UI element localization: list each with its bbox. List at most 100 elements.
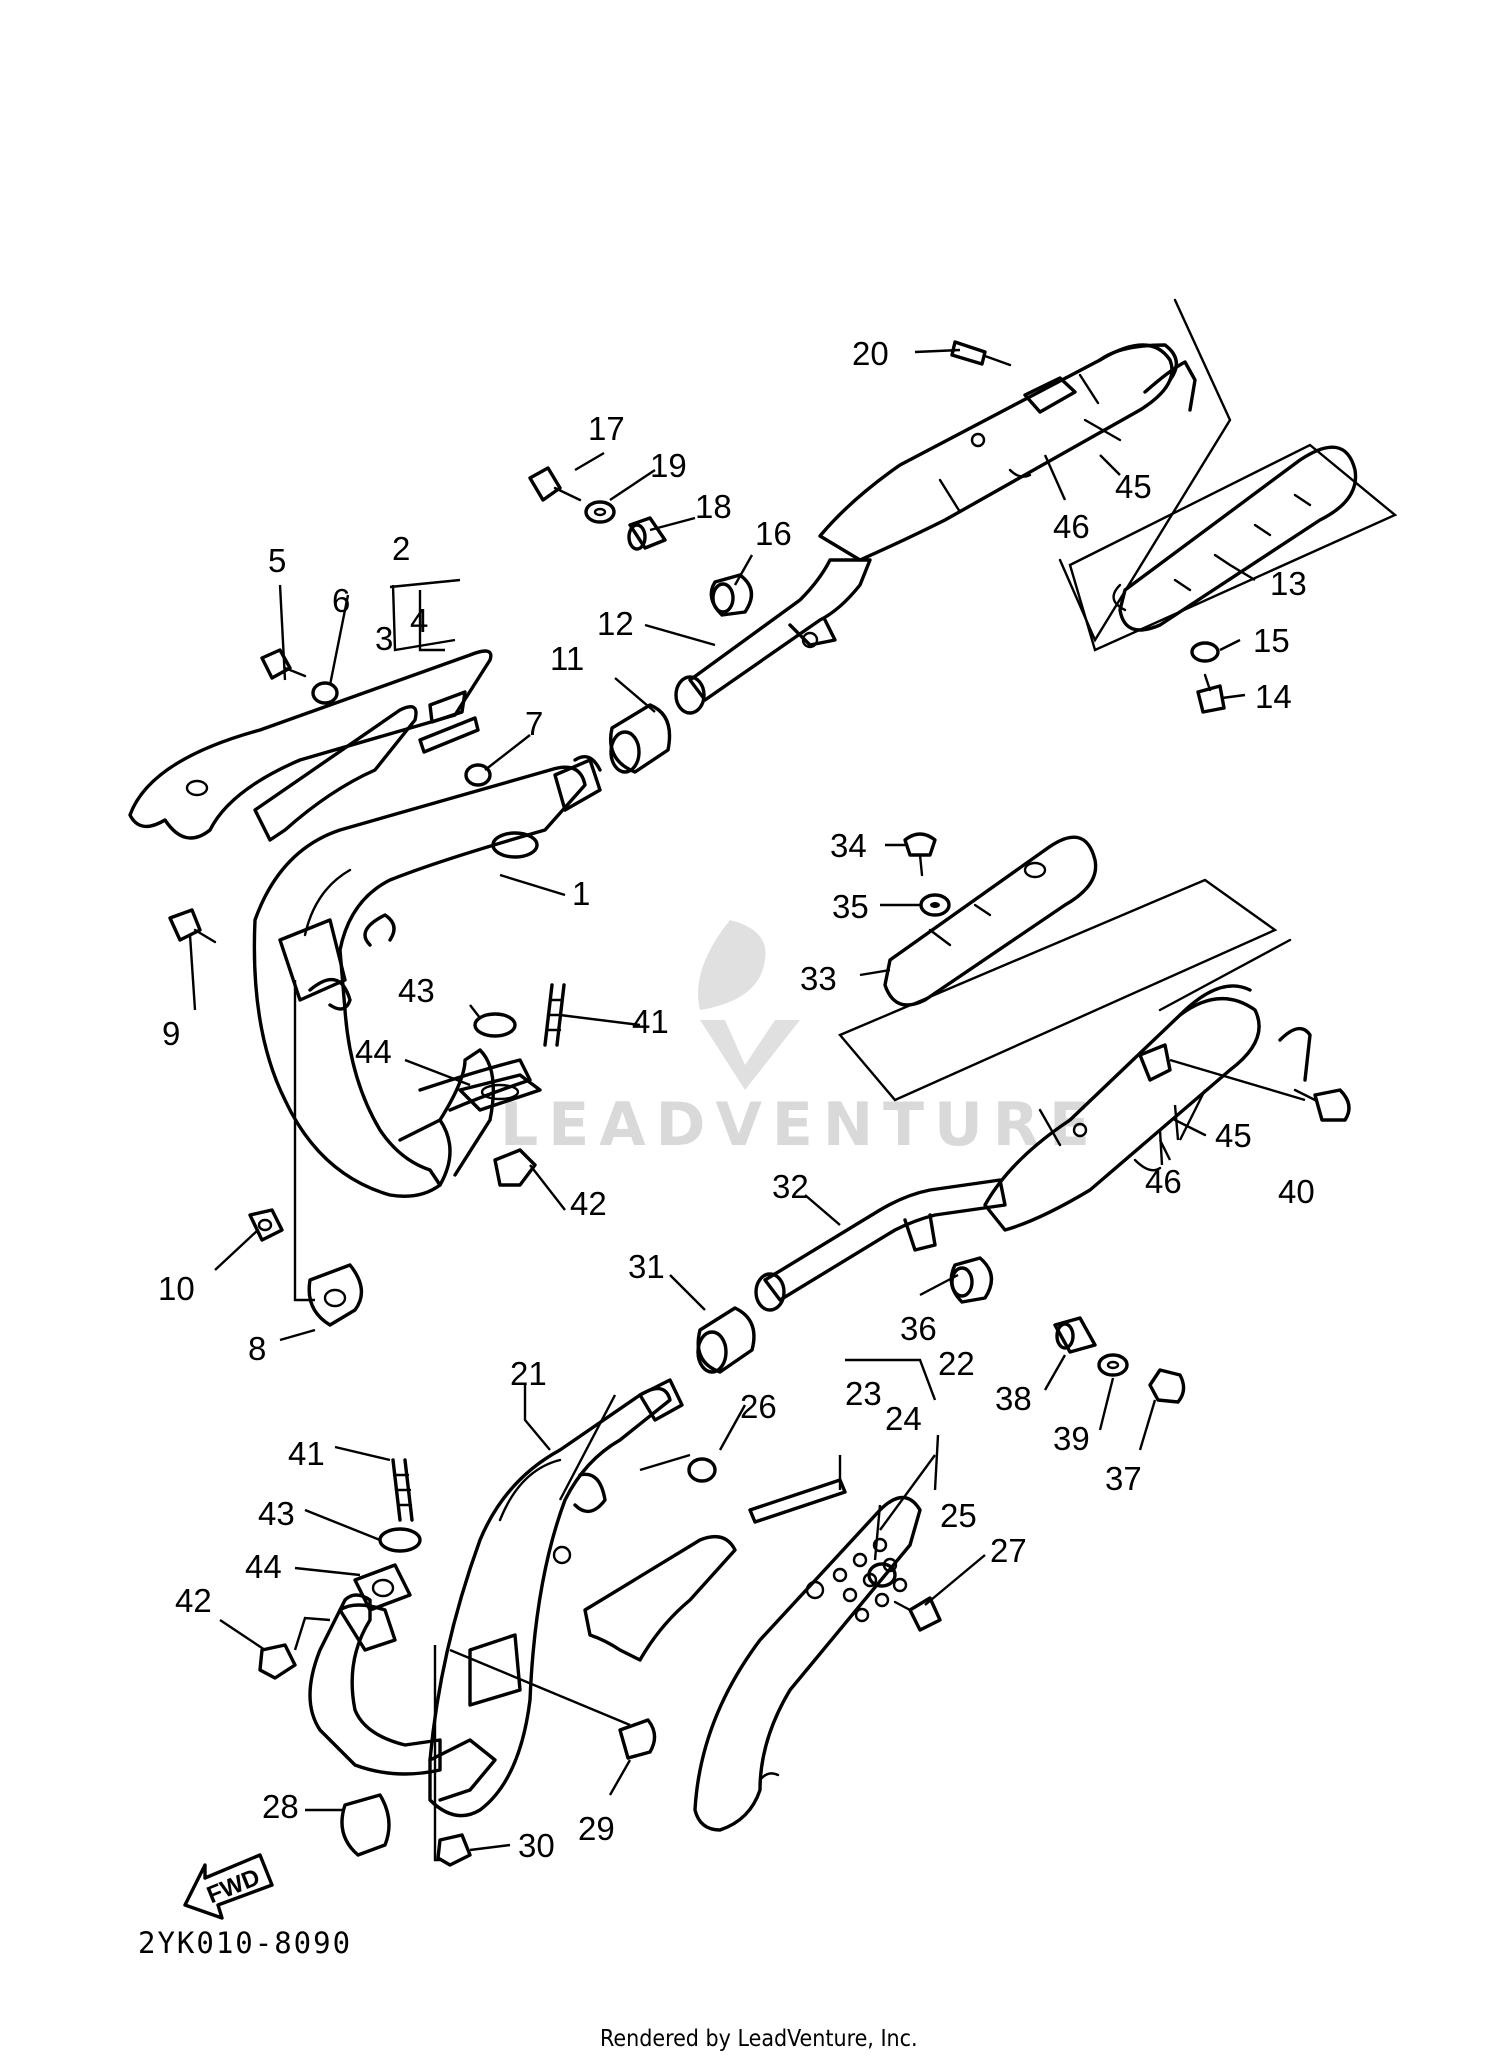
callout-10[interactable]: 10: [158, 1270, 195, 1307]
part-31-seal[interactable]: [696, 1306, 756, 1374]
callout-27[interactable]: 27: [990, 1532, 1027, 1569]
callout-4[interactable]: 4: [410, 602, 428, 639]
callout-31[interactable]: 31: [628, 1248, 665, 1285]
callout-42-lower[interactable]: 42: [175, 1582, 212, 1619]
part-15-washer[interactable]: [1190, 641, 1220, 663]
callout-34[interactable]: 34: [830, 827, 867, 864]
callout-45-upper[interactable]: 45: [1115, 468, 1152, 505]
callout-17[interactable]: 17: [588, 410, 625, 447]
callout-16[interactable]: 16: [755, 515, 792, 552]
callout-7[interactable]: 7: [525, 705, 543, 742]
part-42-nut-upper[interactable]: [493, 1148, 537, 1187]
callout-20[interactable]: 20: [852, 335, 889, 372]
part-43-gasket-lower[interactable]: [378, 1527, 422, 1553]
callout-6[interactable]: 6: [332, 582, 350, 619]
callout-41-upper[interactable]: 41: [632, 1003, 669, 1040]
callout-26[interactable]: 26: [740, 1388, 777, 1425]
callout-33[interactable]: 33: [800, 960, 837, 997]
callout-23[interactable]: 23: [845, 1375, 882, 1412]
callout-8[interactable]: 8: [248, 1330, 266, 1367]
callout-36[interactable]: 36: [900, 1310, 937, 1347]
part-37-bolt[interactable]: [1148, 1368, 1186, 1404]
part-7-gasket[interactable]: [464, 763, 492, 787]
part-25-washer[interactable]: [867, 1562, 897, 1588]
callout-44-upper[interactable]: 44: [355, 1033, 392, 1070]
callout-30[interactable]: 30: [518, 1827, 555, 1864]
part-22-heat-shield[interactable]: [693, 1495, 922, 1832]
part-5-bolt[interactable]: [260, 648, 307, 680]
part-29-bolt[interactable]: [618, 1718, 657, 1760]
callout-28[interactable]: 28: [262, 1788, 299, 1825]
part-34-screw[interactable]: [903, 832, 937, 877]
part-39-washer[interactable]: [1097, 1353, 1129, 1377]
part-13-protector[interactable]: [1112, 445, 1358, 632]
part-18-collar[interactable]: [627, 516, 667, 551]
part-35-washer[interactable]: [919, 893, 951, 917]
callout-21[interactable]: 21: [510, 1355, 547, 1392]
callout-14[interactable]: 14: [1255, 678, 1292, 715]
part-14-bolt[interactable]: [1196, 673, 1226, 714]
callout-5[interactable]: 5: [268, 542, 286, 579]
part-2-heat-shield[interactable]: [128, 649, 493, 840]
part-43-gasket-upper[interactable]: [473, 1012, 517, 1038]
callout-22[interactable]: 22: [938, 1345, 975, 1382]
part-36-grommet[interactable]: [949, 1256, 994, 1304]
part-20-bolt[interactable]: [950, 340, 1012, 367]
part-44-gasket-lower[interactable]: [353, 1563, 412, 1612]
callout-24[interactable]: 24: [885, 1400, 922, 1437]
part-33-protector[interactable]: [883, 835, 1098, 1007]
part-42-nut-lower[interactable]: [258, 1643, 297, 1680]
part-lower-muffler[interactable]: [983, 984, 1312, 1232]
part-44-gasket-upper[interactable]: [458, 1073, 542, 1112]
part-19-washer[interactable]: [584, 500, 616, 524]
callout-39[interactable]: 39: [1053, 1420, 1090, 1457]
callout-46-lower[interactable]: 46: [1145, 1163, 1182, 1200]
part-38-collar[interactable]: [1053, 1316, 1097, 1354]
part-upper-muffler[interactable]: [818, 343, 1197, 562]
callout-38[interactable]: 38: [995, 1380, 1032, 1417]
callout-18[interactable]: 18: [695, 488, 732, 525]
part-30-nut[interactable]: [436, 1833, 472, 1867]
callout-45-lower[interactable]: 45: [1215, 1117, 1252, 1154]
callout-43-lower[interactable]: 43: [258, 1495, 295, 1532]
callout-1[interactable]: 1: [572, 875, 590, 912]
part-17-bolt[interactable]: [528, 466, 582, 502]
part-12-tail-pipe[interactable]: [674, 558, 872, 715]
part-11-seal[interactable]: [609, 703, 672, 774]
callout-42-upper[interactable]: 42: [570, 1185, 607, 1222]
part-8-clamp[interactable]: [307, 1263, 364, 1327]
callout-13[interactable]: 13: [1270, 565, 1307, 602]
part-9-bolt[interactable]: [168, 908, 217, 944]
part-40-bolt[interactable]: [1293, 1088, 1351, 1122]
part-16-grommet[interactable]: [709, 573, 754, 617]
callout-2[interactable]: 2: [392, 530, 410, 567]
callout-29[interactable]: 29: [578, 1810, 615, 1847]
part-24-bracket[interactable]: [583, 1535, 737, 1662]
callout-11[interactable]: 11: [550, 640, 584, 677]
callout-25[interactable]: 25: [940, 1497, 977, 1534]
callout-44-lower[interactable]: 44: [245, 1548, 282, 1585]
part-27-screw[interactable]: [893, 1596, 942, 1632]
callout-12[interactable]: 12: [597, 605, 634, 642]
callout-15[interactable]: 15: [1253, 622, 1290, 659]
part-26-washer[interactable]: [687, 1457, 717, 1483]
fwd-arrow-icon: [183, 1853, 274, 1920]
callout-9[interactable]: 9: [162, 1015, 180, 1052]
callout-37[interactable]: 37: [1105, 1460, 1142, 1497]
part-10-nut[interactable]: [248, 1208, 284, 1242]
callout-19[interactable]: 19: [650, 447, 687, 484]
part-3-bracket[interactable]: [253, 705, 418, 842]
part-32-tail-pipe[interactable]: [754, 1178, 1007, 1312]
callout-35[interactable]: 35: [832, 888, 869, 925]
callout-46-upper[interactable]: 46: [1053, 508, 1090, 545]
callout-43-upper[interactable]: 43: [398, 972, 435, 1009]
part-28-clamp[interactable]: [340, 1793, 391, 1857]
callout-41-lower[interactable]: 41: [288, 1435, 325, 1472]
part-41-stud-lower[interactable]: [391, 1458, 414, 1522]
part-23-band[interactable]: [748, 1478, 847, 1524]
callout-32[interactable]: 32: [772, 1168, 809, 1205]
part-6-washer[interactable]: [311, 681, 339, 705]
callout-40[interactable]: 40: [1278, 1173, 1315, 1210]
callout-3[interactable]: 3: [375, 620, 393, 657]
part-4-band[interactable]: [418, 690, 480, 754]
